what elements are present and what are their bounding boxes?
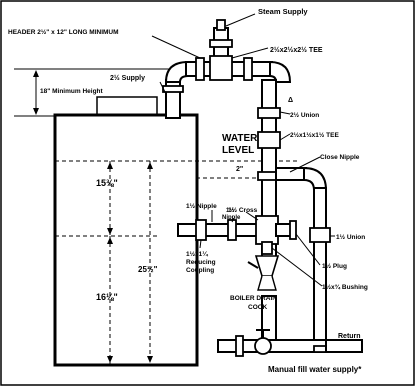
leader-supply xyxy=(159,81,167,95)
label-dim-25: 25½" xyxy=(138,265,158,274)
return-horizontal-pipe xyxy=(177,223,265,237)
top-tee xyxy=(209,55,233,81)
label-water: WATER xyxy=(222,133,258,144)
plug xyxy=(289,220,297,240)
leader-steam xyxy=(225,13,256,27)
mid-tee xyxy=(257,131,281,149)
label-return: Return xyxy=(338,333,361,340)
branch-elbow xyxy=(303,166,328,191)
drain-spout xyxy=(257,275,277,291)
label-header: HEADER 2½" x 12" LONG MINIMUM xyxy=(8,28,119,36)
label-nipple-2a: 1½ xyxy=(226,207,234,214)
label-nipple-1: 1½ Nipple xyxy=(186,202,217,210)
arrow-down-icon xyxy=(33,108,39,115)
label-dim-2: 2" xyxy=(236,166,243,173)
union-1half xyxy=(309,227,331,243)
label-delta: Δ xyxy=(288,97,293,104)
leader-close-nipple xyxy=(289,156,321,173)
steam-cap xyxy=(216,19,226,31)
reducing-coupling xyxy=(195,219,207,241)
leader-cross xyxy=(245,211,259,221)
leader-tee-mid xyxy=(279,133,291,141)
label-drain-1: BOILER DRAIN xyxy=(230,295,277,302)
return-line xyxy=(325,339,363,353)
bushing xyxy=(261,241,273,255)
label-min-height: 18" Minimum Height xyxy=(40,88,104,95)
label-union-1half: 1½ Union xyxy=(336,233,365,241)
label-dim-15: 15⅜" xyxy=(96,178,118,188)
supply-elbow xyxy=(164,60,189,83)
header-coupling xyxy=(243,57,253,81)
label-dim-16: 16⅛" xyxy=(96,292,118,302)
label-drain-2: COCK xyxy=(248,304,267,311)
leader-union xyxy=(279,111,291,115)
label-cross: 1½ Cross xyxy=(228,206,258,214)
label-union-2half: 2½ Union xyxy=(290,111,319,119)
supply-collar xyxy=(162,85,184,93)
return-tee xyxy=(313,345,327,353)
dim-arrow-icon xyxy=(107,162,113,169)
header-coupling xyxy=(195,57,205,81)
steam-collar xyxy=(209,39,233,48)
label-level: LEVEL xyxy=(222,145,254,156)
label-reducing-2: Reducing xyxy=(186,259,216,266)
leader-header xyxy=(151,35,201,59)
dim-arrow-icon xyxy=(107,237,113,244)
dim-arrow-icon xyxy=(147,356,153,363)
branch-pipe xyxy=(275,167,307,181)
label-steam-supply: Steam Supply xyxy=(258,7,308,16)
leader-plug xyxy=(295,233,321,266)
return-union xyxy=(235,335,244,357)
label-reducing-3: Coupling xyxy=(186,267,214,274)
leader-reducing xyxy=(199,239,202,249)
label-tee-top: 2½x2½x2½ TEE xyxy=(270,46,323,54)
cross-fitting xyxy=(255,215,279,245)
label-bushing: 1½x¾ Bushing xyxy=(322,283,368,291)
leader-tee-top xyxy=(231,47,269,59)
dim-arrow-icon xyxy=(107,356,113,363)
nipple-fitting xyxy=(227,219,237,241)
label-nipple-2b: Nipple xyxy=(222,215,241,221)
label-close-nipple: Close Nipple xyxy=(320,154,360,161)
label-plug: 1½ Plug xyxy=(322,262,347,270)
label-manual-fill: Manual fill water supply* xyxy=(268,365,362,374)
dim-arrow-icon xyxy=(147,162,153,169)
label-supply: 2½ Supply xyxy=(110,74,145,82)
union-2half xyxy=(257,107,281,119)
leader-bushing xyxy=(271,247,323,287)
dim-arrow-icon xyxy=(107,228,113,235)
boiler-body xyxy=(53,113,199,367)
drain-cock xyxy=(254,255,280,277)
label-tee-mid: 2½x1½x1½ TEE xyxy=(290,131,339,139)
fill-valve-icon xyxy=(254,337,272,355)
label-reducing-1: 1½x1¼ xyxy=(186,250,208,258)
drain-handle xyxy=(247,261,259,269)
leader-nipple2 xyxy=(231,217,235,223)
arrow-up-icon xyxy=(33,70,39,77)
